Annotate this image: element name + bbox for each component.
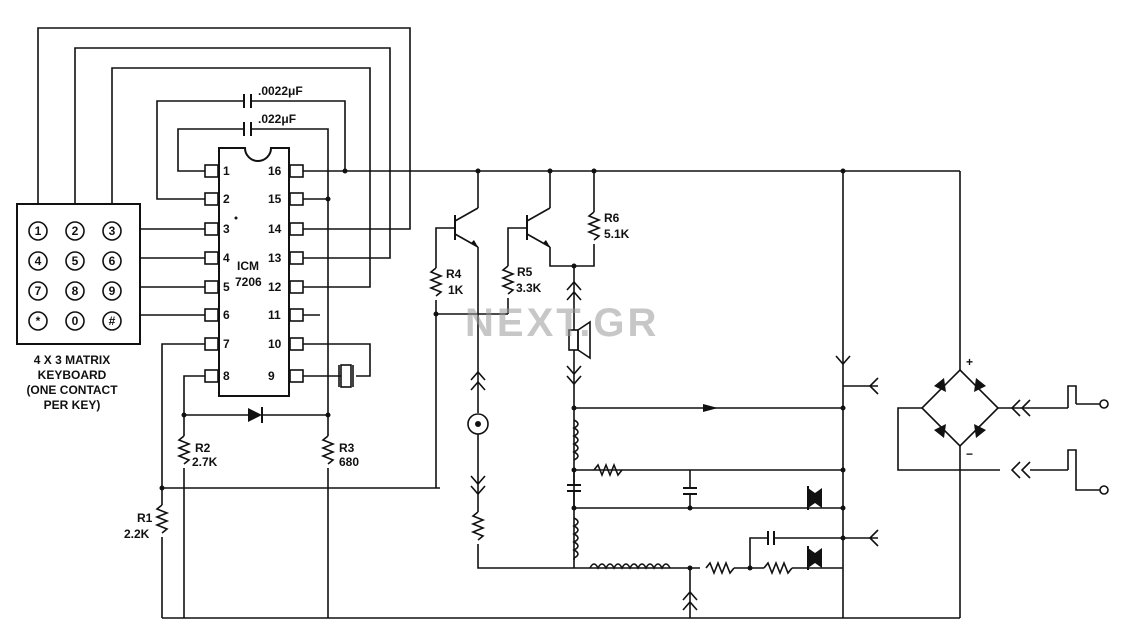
keypad-caption-line-2: KEYBOARD <box>38 368 107 382</box>
key-10-label: * <box>36 314 41 328</box>
key-6-label: 6 <box>109 254 116 268</box>
bridge-rectifier: + − <box>897 171 1109 618</box>
ic-pin-left-4-label: 4 <box>223 251 230 265</box>
ic-pin-left-7-label: 7 <box>223 337 230 351</box>
ic-pin-right-2 <box>289 192 304 206</box>
key-7-outline <box>28 281 48 301</box>
keypad: 1 2 3 4 5 6 7 8 9 * 0 # 4 X 3 MATRIX KEYBOARD (ONE … <box>16 203 141 412</box>
ic-pin-left-6 <box>204 308 219 322</box>
ic-right-wiring <box>320 168 960 388</box>
r3-value: 680 <box>339 455 359 469</box>
network-section <box>567 404 843 618</box>
bridge-minus-label: − <box>966 447 973 461</box>
keypad-caption-line-1: 4 X 3 MATRIX <box>34 353 110 367</box>
ic-right-pins: 16 15 14 13 12 11 10 9 <box>268 164 320 383</box>
key-1-outline <box>28 221 48 241</box>
r4-value: 1K <box>448 283 464 297</box>
speaker-branch <box>566 266 591 560</box>
lower-left-wiring: R2 2.7K R3 680 R1 2.2K <box>124 199 960 619</box>
r5-name: R5 <box>517 265 533 279</box>
ic-pin-right-7 <box>289 337 304 351</box>
keypad-row-wires <box>140 228 205 316</box>
keypad-keys: 1 2 3 4 5 6 7 8 9 * 0 # <box>28 221 122 331</box>
r2-value: 2.7K <box>192 455 218 469</box>
capacitor-c2-label: .022μF <box>258 112 296 126</box>
ic-pin-left-8-label: 8 <box>223 369 230 383</box>
key-1-label: 1 <box>35 224 42 238</box>
ic-pin-right-2-label: 15 <box>268 192 282 206</box>
ic-pin-right-4 <box>289 251 304 265</box>
r6-value: 5.1K <box>604 227 630 241</box>
key-4-label: 4 <box>35 254 42 268</box>
key-12-label: # <box>109 314 116 328</box>
jack-branch <box>467 360 700 569</box>
key-9-outline <box>102 281 122 301</box>
keypad-caption-line-4: PER KEY) <box>44 398 101 412</box>
key-5-label: 5 <box>72 254 79 268</box>
ic-left-pins: 1 2 3 4 5 6 7 8 <box>204 164 230 383</box>
key-3-outline <box>102 221 122 241</box>
timing-capacitors: .0022μF .022μF <box>156 84 346 200</box>
ic-pin-right-3-label: 14 <box>268 222 282 236</box>
ic-pin-right-8 <box>289 369 304 383</box>
key-2-label: 2 <box>72 224 79 238</box>
ic-pin-right-4-label: 13 <box>268 251 282 265</box>
ic-pin-left-1 <box>204 164 219 178</box>
zener-diodes <box>807 486 822 570</box>
r1-name: R1 <box>137 511 153 525</box>
r3-name: R3 <box>339 441 355 455</box>
ic-pin-left-5-label: 5 <box>223 280 230 294</box>
ic-pin-right-1 <box>289 164 304 178</box>
ic-pin-right-3 <box>289 222 304 236</box>
key-11-label: 0 <box>72 314 79 328</box>
ic-pin-right-6 <box>289 308 304 322</box>
key-11-outline <box>65 311 85 331</box>
ic-pin-left-5 <box>204 280 219 294</box>
key-4-outline <box>28 251 48 271</box>
ic-pin-left-8 <box>204 369 219 383</box>
ic-pin-left-1-label: 1 <box>223 164 230 178</box>
ic-part: 7206 <box>235 275 262 289</box>
ic-pin-right-7-label: 10 <box>268 337 282 351</box>
r1-value: 2.2K <box>124 527 150 541</box>
ic-pin-left-2 <box>204 192 219 206</box>
key-9-label: 9 <box>109 284 116 298</box>
r4-name: R4 <box>446 267 462 281</box>
transistor-stage: R4 1K R5 3.3K R6 5.1K <box>428 168 630 488</box>
ic-pin-left-4 <box>204 251 219 265</box>
key-5-outline <box>65 251 85 271</box>
keypad-caption-line-3: (ONE CONTACT <box>26 383 118 397</box>
capacitor-c1-label: .0022μF <box>258 84 303 98</box>
ic-pin-right-1-label: 16 <box>268 164 282 178</box>
key-8-outline <box>65 281 85 301</box>
r5-value: 3.3K <box>516 281 542 295</box>
ic-pin-left-2-label: 2 <box>223 192 230 206</box>
key-12-outline <box>102 311 122 331</box>
main-bus <box>835 168 879 618</box>
ic-pin-left-7 <box>204 337 219 351</box>
bridge-plus-label: + <box>966 355 973 369</box>
ic-pin-left-6-label: 6 <box>223 308 230 322</box>
ic-pin-right-6-label: 11 <box>268 308 281 322</box>
key-3-label: 3 <box>109 224 116 238</box>
key-8-label: 8 <box>72 284 79 298</box>
ic-pin-left-3-label: 3 <box>223 222 230 236</box>
r2-name: R2 <box>195 441 211 455</box>
watermark: NEXT.GR <box>465 301 659 345</box>
ic-pin-right-5 <box>289 280 304 294</box>
key-6-outline <box>102 251 122 271</box>
keypad-column-wires <box>37 27 411 288</box>
r6-name: R6 <box>604 211 620 225</box>
ic-pin-left-3 <box>204 222 219 236</box>
ic-pin-right-8-label: 9 <box>268 369 275 383</box>
key-10-outline <box>28 311 48 331</box>
ic-name: ICM <box>237 259 259 273</box>
key-2-outline <box>65 221 85 241</box>
key-7-label: 7 <box>35 284 42 298</box>
ic-pin-right-5-label: 12 <box>268 280 282 294</box>
